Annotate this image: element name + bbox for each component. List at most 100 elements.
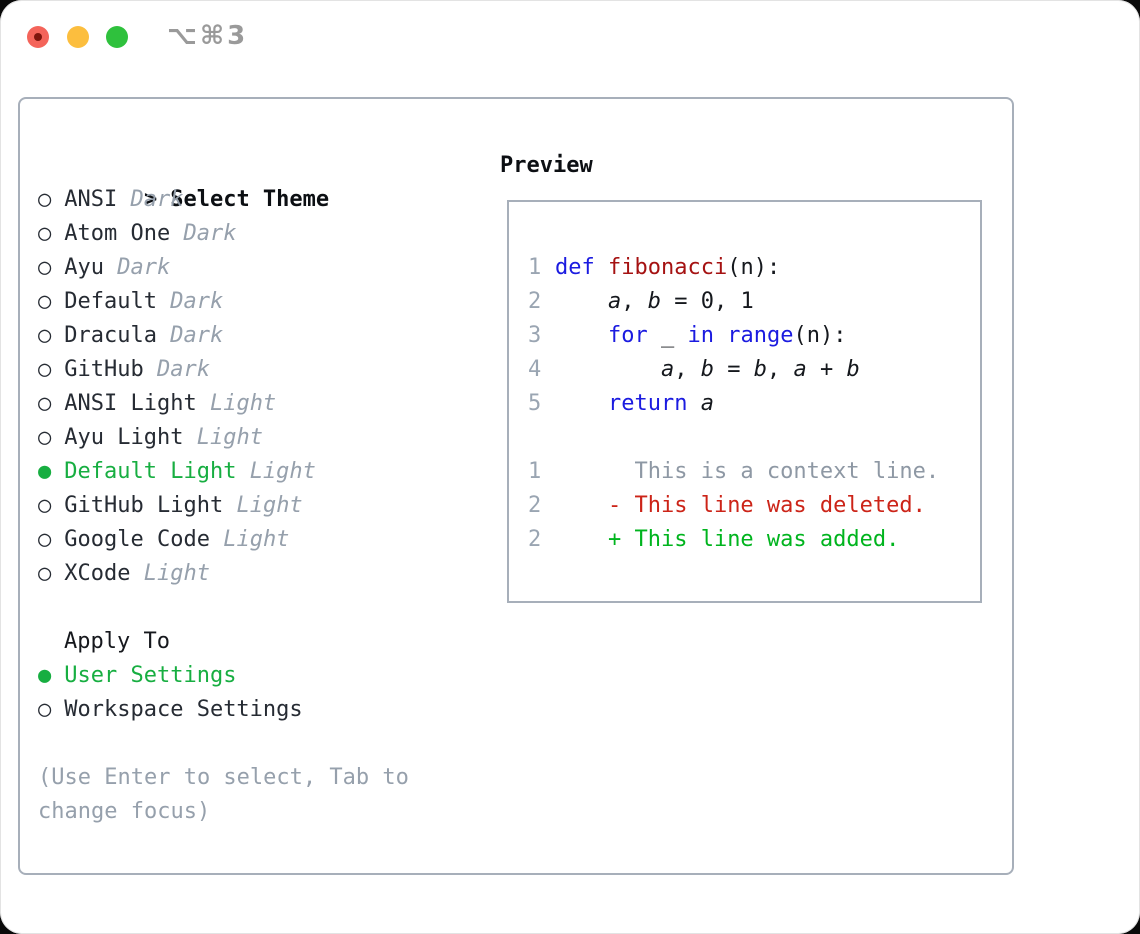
- close-button[interactable]: [27, 26, 49, 48]
- theme-option[interactable]: ○ XCode Light: [38, 557, 482, 591]
- spacer: [38, 727, 482, 761]
- main-panel: >Select Theme ○ANSI Dark○Atom One Dark○A…: [18, 97, 1014, 875]
- theme-option-variant: Dark: [170, 323, 224, 348]
- theme-section: >Select Theme ○ANSI Dark○Atom One Dark○A…: [38, 149, 482, 829]
- theme-option[interactable]: ○Ayu Dark: [38, 251, 482, 285]
- code-token: =: [713, 357, 754, 382]
- theme-option-label: XCode: [64, 561, 131, 586]
- code-token: for: [607, 323, 648, 348]
- code-token: b: [647, 289, 661, 314]
- radio-off-icon: ○: [38, 527, 52, 552]
- theme-option-variant: Light: [236, 493, 303, 518]
- theme-option-label: GitHub: [64, 357, 144, 382]
- line-number: 3: [528, 323, 542, 348]
- radio-off-icon: ○: [38, 357, 52, 382]
- theme-option-variant: Light: [143, 561, 210, 586]
- titlebar: ⌥⌘3: [0, 0, 1140, 76]
- code-line: 2 + This line was added.: [528, 523, 980, 557]
- spacer: [38, 591, 482, 625]
- radio-off-icon: ○: [38, 221, 52, 246]
- theme-option-variant: Dark: [170, 289, 224, 314]
- minimize-button[interactable]: [67, 26, 89, 48]
- radio-off-icon: ○: [38, 425, 52, 450]
- code-token: b: [846, 357, 860, 382]
- code-token: b: [700, 357, 714, 382]
- code-token: b: [753, 357, 767, 382]
- theme-option[interactable]: ○ GitHub Dark: [38, 353, 482, 387]
- code-token: return: [607, 391, 688, 416]
- code-token: [555, 289, 608, 314]
- code-line: 1 This is a context line.: [528, 455, 980, 489]
- theme-option[interactable]: ○ Ayu Light Light: [38, 421, 482, 455]
- theme-option-variant: Light: [196, 425, 263, 450]
- code-token: [555, 357, 661, 382]
- apply-to-list: ●User Settings ○ Workspace Settings: [38, 659, 482, 727]
- line-number: 2: [528, 527, 542, 552]
- radio-off-icon: ○: [38, 697, 52, 722]
- select-theme-header: >Select Theme: [38, 149, 482, 212]
- radio-off-icon: ○: [38, 561, 52, 586]
- theme-option-label: Dracula: [64, 323, 157, 348]
- theme-option-variant: Dark: [156, 357, 210, 382]
- theme-option-variant: Dark: [130, 187, 184, 212]
- apply-to-option-label: Workspace Settings: [64, 697, 303, 722]
- apply-to-option[interactable]: ●User Settings: [38, 659, 482, 693]
- apply-to-header: Apply To: [64, 629, 170, 654]
- code-token: range: [727, 323, 794, 348]
- theme-option-variant: Light: [249, 459, 316, 484]
- theme-option-label: ANSI Light: [64, 391, 197, 416]
- theme-option[interactable]: ○ANSI Light Light: [38, 387, 482, 421]
- theme-option-label: GitHub Light: [64, 493, 224, 518]
- theme-list: ○ANSI Dark○Atom One Dark○Ayu Dark○Defaul…: [38, 183, 482, 591]
- theme-option-label: Default Light: [64, 459, 237, 484]
- radio-off-icon: ○: [38, 391, 52, 416]
- code-token: a: [793, 357, 807, 382]
- theme-option-label: Default: [64, 289, 157, 314]
- select-theme-title: Select Theme: [170, 187, 330, 212]
- code-token: (n):: [793, 323, 847, 348]
- apply-to-option[interactable]: ○ Workspace Settings: [38, 693, 482, 727]
- radio-off-icon: ○: [38, 187, 52, 212]
- hint-text: (Use Enter to select, Tab to change focu…: [38, 765, 409, 824]
- code-token: [555, 323, 608, 348]
- code-token: ,: [621, 289, 648, 314]
- preview-code: 1 def fibonacci (n): 2 a, b = 0, 1 3 for _ i…: [528, 251, 980, 557]
- radio-on-icon: ●: [38, 459, 52, 484]
- code-line: 3 for _ in range(n):: [528, 319, 980, 353]
- code-token: fibonacci: [608, 255, 728, 280]
- code-token: a: [660, 357, 675, 382]
- code-line: 4 a, b = b, a + b: [528, 353, 980, 387]
- code-token: ,: [766, 357, 794, 382]
- code-token: +: [806, 357, 847, 382]
- theme-option-label: Atom One: [64, 221, 171, 246]
- code-token: [595, 255, 608, 280]
- theme-option[interactable]: ● Default Light Light: [38, 455, 482, 489]
- line-number: 1: [528, 255, 542, 280]
- code-line: [528, 421, 980, 455]
- theme-option[interactable]: ○ Dracula Dark: [38, 319, 482, 353]
- theme-option-label: ANSI: [64, 187, 118, 212]
- code-token: = 0, 1: [660, 289, 754, 314]
- theme-option[interactable]: ○Default Dark: [38, 285, 482, 319]
- preview-title: Preview: [500, 153, 593, 178]
- radio-off-icon: ○: [38, 493, 52, 518]
- theme-option[interactable]: ○ ANSI Dark: [38, 183, 482, 217]
- code-token: [687, 391, 700, 416]
- radio-off-icon: ○: [38, 323, 52, 348]
- theme-option[interactable]: ○Google Code Light: [38, 523, 482, 557]
- theme-option[interactable]: ○ GitHub Light Light: [38, 489, 482, 523]
- code-token: def: [555, 255, 595, 280]
- theme-option[interactable]: ○Atom One Dark: [38, 217, 482, 251]
- window-title: ⌥⌘3: [167, 21, 249, 51]
- theme-option-label: Ayu Light: [64, 425, 184, 450]
- radio-off-icon: ○: [38, 255, 52, 280]
- maximize-button[interactable]: [106, 26, 128, 48]
- code-token: [555, 527, 608, 552]
- theme-option-variant: Light: [223, 527, 290, 552]
- apply-to-option-label: User Settings: [64, 663, 237, 688]
- code-token: [555, 391, 608, 416]
- code-token: in: [687, 323, 714, 348]
- code-token: a: [700, 391, 714, 416]
